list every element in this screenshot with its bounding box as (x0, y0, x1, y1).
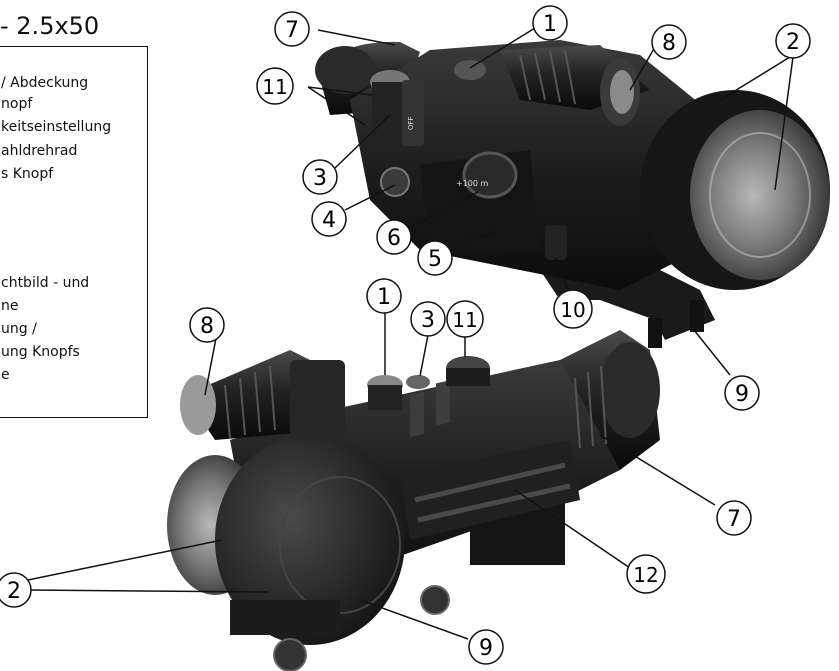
top-range-dial (462, 151, 518, 199)
callout: 7 (274, 11, 310, 47)
callout: 12 (626, 554, 666, 594)
bottom-eyepiece (600, 342, 660, 438)
legend-item: keitseinstellung (1, 119, 112, 135)
bottom-illuminator (180, 375, 216, 435)
callout: 3 (302, 159, 338, 195)
legend-item: ung / (1, 321, 37, 337)
callout-number: 9 (479, 636, 493, 661)
legend-item: chtbild - und (1, 275, 90, 291)
callout-number: 8 (200, 314, 214, 339)
callout-number: 7 (285, 18, 299, 43)
top-focus-knob (454, 60, 486, 80)
legend-box: / Abdeckung nopf keitseinstellung ahldre… (0, 46, 148, 418)
callout-number: 2 (7, 579, 21, 604)
callout: 1 (366, 278, 402, 314)
bottom-brightness-knob (406, 375, 430, 389)
callout-number: 4 (322, 208, 336, 233)
legend-item: ne (1, 298, 19, 314)
callout-number: 2 (786, 30, 800, 55)
callout-number: 6 (387, 226, 401, 251)
top-eyepiece (315, 46, 375, 94)
leader-lines (27, 27, 794, 640)
callout-number: 8 (662, 31, 676, 56)
top-objective-lens (690, 110, 830, 280)
switch-label: OFF (407, 116, 415, 130)
callout: 11 (256, 67, 294, 105)
callout: 4 (311, 201, 347, 237)
top-lever (545, 225, 567, 260)
callout-number: 11 (452, 308, 477, 332)
callout: 7 (716, 500, 752, 536)
callout-number: 3 (313, 166, 327, 191)
callout: 9 (724, 375, 760, 411)
callout: 2 (775, 23, 811, 59)
legend-item: e (1, 367, 10, 383)
callout-number: 9 (735, 382, 749, 407)
callout: 8 (651, 24, 687, 60)
callout: 6 (376, 219, 412, 255)
bottom-mount (230, 600, 340, 635)
callout: 8 (189, 307, 225, 343)
callout: 11 (446, 300, 484, 338)
callout: 10 (553, 289, 593, 329)
top-scope-illustration: OFF +100 m (315, 40, 830, 348)
callout-number: 1 (377, 285, 391, 310)
callout-number: 11 (262, 75, 287, 99)
callout-number: 7 (727, 507, 741, 532)
callout-number: 5 (428, 247, 442, 272)
callout-number: 12 (633, 563, 658, 587)
callout: 1 (532, 5, 568, 41)
page-title: - 2.5x50 (0, 12, 100, 40)
callout-number: 3 (421, 308, 435, 333)
legend-item: ung Knopfs (1, 344, 80, 360)
legend-item: ahldrehrad (1, 143, 78, 159)
dial-label: +100 m (456, 179, 489, 188)
legend-item: s Knopf (1, 166, 54, 182)
callout-number: 1 (543, 12, 557, 37)
callout: 5 (417, 240, 453, 276)
callout: 3 (410, 301, 446, 337)
callout: 9 (468, 629, 504, 665)
legend-item: / Abdeckung (1, 75, 89, 91)
callout-number: 10 (560, 298, 585, 322)
callouts: 7 1 8 2 11 3 4 6 5 10 9 8 1 3 11 7 12 2 … (0, 5, 811, 665)
top-brightness-knob (380, 167, 410, 197)
legend-item: nopf (1, 96, 33, 112)
callout: 2 (0, 572, 32, 608)
